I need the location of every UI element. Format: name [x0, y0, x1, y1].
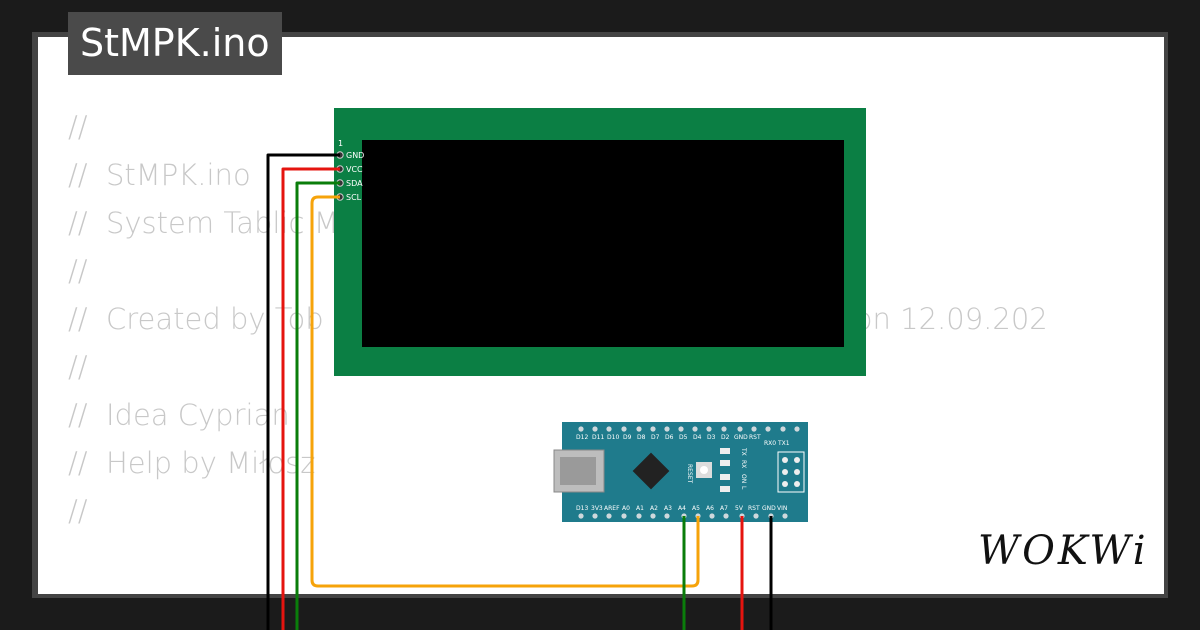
led-rx — [720, 460, 730, 466]
nano-bottom-pin-label: D13 — [576, 505, 588, 512]
wires — [266, 153, 773, 630]
project-title: StMPK.ino — [68, 12, 282, 75]
icsp-header — [777, 451, 805, 493]
wokwi-logo: WOKWi — [978, 528, 1149, 574]
nano-bottom-pin-label: A1 — [636, 505, 644, 512]
nano-top-pin-label: TX1 — [777, 440, 790, 447]
led-on — [720, 474, 730, 480]
nano-top-pin-label: D11 — [592, 434, 604, 441]
lcd-pin-label-gnd: GND — [346, 151, 364, 160]
code-line: // — [68, 350, 88, 384]
code-line: // StMPK.ino — [68, 158, 251, 192]
nano-bottom-pin-label: A4 — [678, 505, 686, 512]
lcd-display[interactable]: 1 GND VCC SDA SCL — [334, 108, 866, 376]
arduino-nano[interactable]: RESET TX RX ON L D12 D11 D10 D9 D8 D7 D6… — [553, 422, 808, 522]
nano-top-pin-label: D6 — [665, 434, 674, 441]
lcd-pin-label-vcc: VCC — [346, 165, 363, 174]
usb-connector-inner — [560, 457, 596, 485]
nano-top-pin-label: D12 — [576, 434, 588, 441]
code-line: // Idea Cyprian — [68, 398, 290, 432]
nano-top-pin-label: RX0 — [764, 440, 776, 447]
nano-bottom-pin-label: A3 — [664, 505, 672, 512]
icsp-pins — [782, 457, 800, 487]
nano-bottom-pin-label: A7 — [720, 505, 728, 512]
wire-scl[interactable] — [310, 195, 700, 588]
lcd-pin-label-sda: SDA — [346, 179, 363, 188]
nano-bottom-pin-label: A6 — [706, 505, 714, 512]
led-tx — [720, 448, 730, 454]
code-line: // Help by Miłosz — [68, 446, 316, 480]
nano-top-pin-label: D9 — [623, 434, 632, 441]
nano-bottom-pins[interactable] — [578, 513, 788, 519]
nano-bottom-pin-label: A0 — [622, 505, 630, 512]
nano-top-pin-label: D8 — [637, 434, 646, 441]
nano-bottom-pin-label: VIN — [777, 505, 787, 512]
code-line: // — [68, 254, 88, 288]
nano-top-pin-label: GND — [734, 434, 748, 441]
nano-bottom-pin-label: A5 — [692, 505, 700, 512]
nano-top-pin-label: D4 — [693, 434, 702, 441]
nano-top-pin-label: D5 — [679, 434, 688, 441]
wire-gnd[interactable] — [266, 153, 340, 630]
led-label-tx: TX — [740, 447, 747, 456]
code-line: // — [68, 110, 88, 144]
reset-button-cap — [700, 466, 708, 474]
lcd-screen — [362, 140, 844, 347]
lcd-pin-index: 1 — [338, 139, 343, 148]
nano-bottom-pin-label: 5V — [735, 505, 744, 512]
lcd-pin-label-scl: SCL — [346, 193, 362, 202]
wire-sda[interactable] — [295, 181, 340, 630]
nano-bottom-pin-label: 3V3 — [591, 505, 603, 512]
led-l — [720, 486, 730, 492]
nano-bottom-pin-label: AREF — [604, 505, 620, 512]
nano-top-pin-label: RST — [749, 434, 761, 441]
nano-bottom-pin-label: RST — [748, 505, 760, 512]
code-line: #include <Wir — [68, 583, 1048, 594]
microcontroller-chip — [632, 452, 670, 490]
led-label-on: ON — [740, 474, 747, 483]
code-line: // — [68, 494, 88, 528]
reset-label: RESET — [686, 464, 693, 484]
nano-top-pins[interactable] — [578, 426, 800, 432]
nano-bottom-pin-label: A2 — [650, 505, 658, 512]
led-label-rx: RX — [740, 460, 747, 468]
nano-bottom-pin-label: GND — [762, 505, 776, 512]
nano-top-pin-label: D10 — [607, 434, 619, 441]
nano-top-pin-label: D3 — [707, 434, 716, 441]
nano-top-pin-label: D7 — [651, 434, 660, 441]
led-label-l: L — [740, 486, 747, 490]
wire-vcc[interactable] — [281, 167, 340, 630]
nano-top-pin-label: D2 — [721, 434, 730, 441]
